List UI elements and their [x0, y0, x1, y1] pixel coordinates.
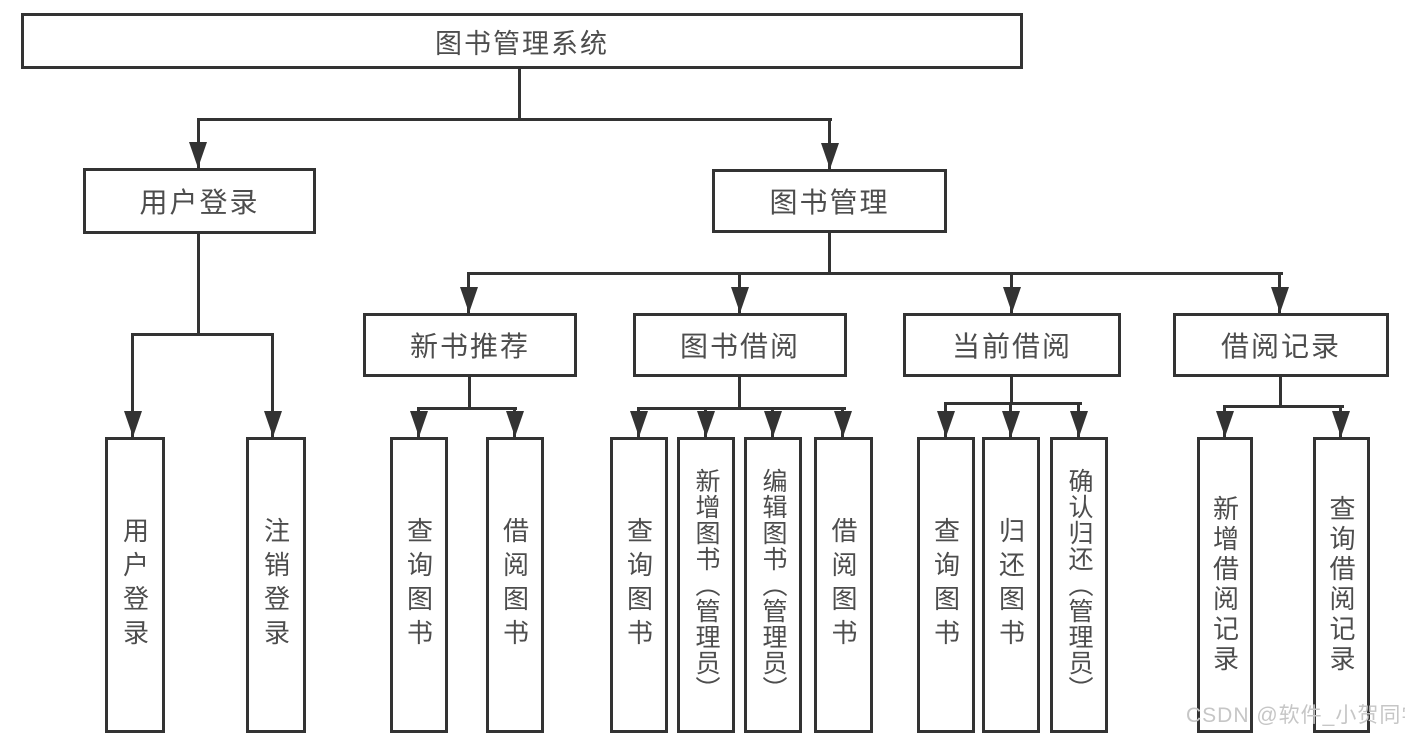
leaf-borrow-books: 借阅图书: [486, 437, 544, 733]
leaf-user-login: 用户登录: [105, 437, 165, 733]
leaf-query-books: 查询图书: [390, 437, 448, 733]
arrow-down-icon: [937, 411, 955, 437]
node-library-management-system: 图书管理系统: [21, 13, 1023, 69]
arrow-down-icon: [1332, 411, 1350, 437]
node-label: 查询借阅记录: [1326, 495, 1356, 675]
node-user-login: 用户登录: [83, 168, 316, 234]
node-label: 借阅图书: [828, 517, 858, 653]
arrow-down-icon: [834, 411, 852, 437]
leaf-query-borrow-record: 查询借阅记录: [1313, 437, 1370, 733]
node-label: 当前借阅: [951, 331, 1072, 362]
connector-line: [738, 377, 741, 410]
node-label: 用户登录: [119, 517, 150, 653]
connector-line: [944, 402, 1082, 405]
node-label: 图书借阅: [679, 331, 800, 362]
connector-line: [1010, 377, 1013, 405]
arrow-down-icon: [1002, 411, 1020, 437]
arrow-down-icon: [460, 287, 478, 313]
connector-line: [637, 407, 846, 410]
arrow-down-icon: [1271, 287, 1289, 313]
connector-line: [197, 118, 832, 121]
node-label: 新增借阅记录: [1209, 495, 1240, 675]
leaf-add-borrow-record: 新增借阅记录: [1197, 437, 1253, 733]
leaf-return-books: 归还图书: [982, 437, 1040, 733]
node-label: 编辑图书（管理员）: [759, 468, 787, 702]
leaf-add-books-admin: 新增图书（管理员）: [677, 437, 735, 733]
connector-line: [1223, 405, 1344, 408]
arrow-down-icon: [764, 411, 782, 437]
connector-line: [1279, 376, 1282, 408]
node-label: 图书管理系统: [435, 28, 609, 59]
arrow-down-icon: [821, 143, 839, 169]
arrow-down-icon: [124, 411, 142, 437]
arrow-down-icon: [1070, 411, 1088, 437]
connector-line: [131, 333, 134, 437]
arrow-down-icon: [731, 287, 749, 313]
arrow-down-icon: [630, 411, 648, 437]
leaf-query-books: 查询图书: [917, 437, 975, 733]
connector-line: [828, 233, 831, 274]
connector-line: [271, 333, 274, 437]
csdn-watermark: CSDN @软件_小贺同学: [1186, 704, 1405, 727]
connector-line: [468, 272, 1283, 275]
arrow-down-icon: [697, 411, 715, 437]
node-new-book-recommend: 新书推荐: [363, 313, 577, 377]
leaf-confirm-return-admin: 确认归还（管理员）: [1050, 437, 1108, 733]
node-label: 归还图书: [995, 517, 1026, 653]
node-label: 借阅记录: [1220, 331, 1341, 362]
arrow-down-icon: [410, 411, 428, 437]
leaf-borrow-books: 借阅图书: [814, 437, 873, 733]
arrow-down-icon: [264, 411, 282, 437]
node-label: 用户登录: [139, 187, 260, 218]
arrow-down-icon: [1216, 411, 1234, 437]
node-book-management: 图书管理: [712, 169, 947, 233]
node-label: 新书推荐: [409, 331, 530, 362]
node-label: 查询图书: [623, 517, 654, 653]
arrow-down-icon: [506, 411, 524, 437]
connector-line: [197, 234, 200, 335]
connector-line: [132, 333, 274, 336]
node-label: 注销登录: [260, 517, 291, 653]
node-label: 借阅图书: [499, 517, 530, 653]
arrow-down-icon: [189, 142, 207, 168]
node-label: 查询图书: [930, 517, 961, 653]
connector-line: [468, 376, 471, 410]
node-label: 新增图书（管理员）: [692, 468, 720, 702]
node-book-borrow: 图书借阅: [633, 313, 847, 377]
node-label: 确认归还（管理员）: [1065, 468, 1093, 702]
node-borrow-records: 借阅记录: [1173, 313, 1389, 377]
node-current-borrow: 当前借阅: [903, 313, 1121, 377]
leaf-edit-books-admin: 编辑图书（管理员）: [744, 437, 802, 733]
node-label: 图书管理: [769, 187, 890, 218]
connector-line: [417, 407, 517, 410]
arrow-down-icon: [1003, 287, 1021, 313]
leaf-query-books: 查询图书: [610, 437, 668, 733]
node-label: 查询图书: [403, 517, 434, 653]
leaf-logout: 注销登录: [246, 437, 306, 733]
connector-line: [518, 69, 521, 118]
